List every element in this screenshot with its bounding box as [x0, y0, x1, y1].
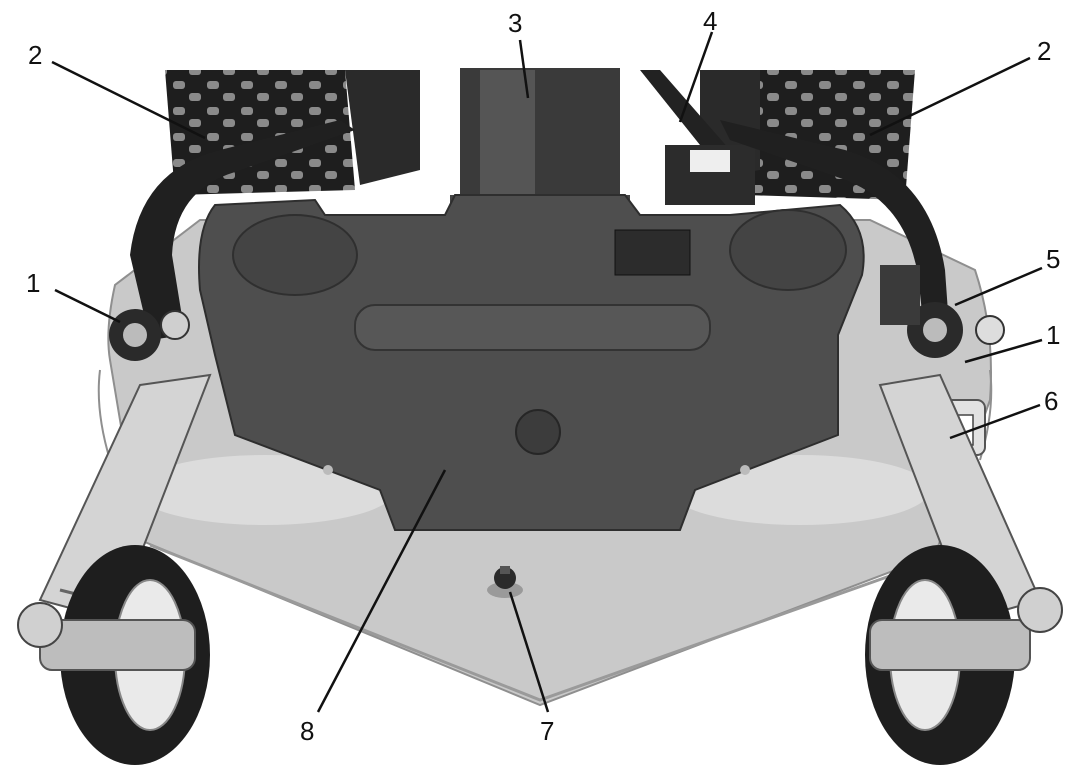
frame-bracket-left	[345, 70, 420, 185]
leader-line-1-right	[964, 338, 1043, 364]
lift-lever	[640, 70, 755, 205]
caster-wheel-right	[865, 545, 1063, 765]
leader-line-8	[316, 469, 447, 713]
callout-2-right: 2	[1037, 36, 1052, 66]
leader-line-2-right	[869, 56, 1031, 137]
callout-1-right: 1	[1046, 320, 1061, 350]
leader-line-6	[949, 403, 1041, 440]
leader-line-3	[518, 39, 530, 99]
callout-2-left: 2	[28, 40, 43, 70]
leader-lines	[51, 31, 1043, 713]
callout-4: 4	[703, 6, 718, 36]
lift-arm-right	[720, 120, 950, 340]
leader-line-4	[678, 31, 714, 123]
callout-8: 8	[300, 716, 315, 746]
leader-line-5	[954, 266, 1043, 307]
callout-7: 7	[540, 716, 555, 746]
lift-arm-left	[130, 120, 355, 340]
callout-3: 3	[508, 8, 523, 38]
leader-line-1-left	[54, 288, 121, 324]
pivot-bracket-left	[109, 309, 190, 361]
caster-wheel-left	[17, 545, 210, 765]
pivot-bracket-right	[880, 265, 1005, 358]
leader-line-2-left	[51, 60, 206, 140]
callout-6: 6	[1044, 386, 1059, 416]
leader-line-7	[508, 591, 550, 713]
callout-5: 5	[1046, 244, 1061, 274]
callout-1-left: 1	[26, 268, 41, 298]
grease-nipple	[487, 566, 523, 598]
belt-cover	[198, 194, 865, 531]
